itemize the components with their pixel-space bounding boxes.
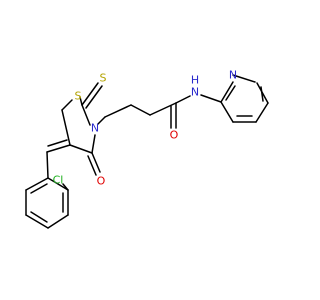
atom-label-s-ring: S — [75, 90, 82, 103]
bond — [47, 214, 69, 229]
atom-label-n-pyridine: N — [229, 69, 237, 82]
bond — [130, 104, 151, 116]
bond — [200, 94, 222, 103]
bond — [30, 211, 48, 223]
bond — [104, 104, 132, 118]
bond — [81, 104, 91, 126]
structure-diagram: Cl S S N O O N H N — [25, 69, 269, 229]
bond — [87, 155, 97, 176]
atom-labels: Cl S S N O O N H N — [53, 69, 237, 188]
bond — [81, 82, 99, 106]
bond — [175, 95, 191, 104]
bond — [232, 74, 256, 83]
atom-label-o-ring: O — [97, 175, 106, 188]
atom-label-o-amide: O — [170, 129, 179, 142]
atom-label-cl: Cl — [53, 174, 64, 187]
bond — [25, 177, 49, 191]
bond — [30, 183, 48, 194]
atom-label-h: H — [191, 74, 199, 87]
bond — [85, 85, 103, 109]
bond — [47, 139, 68, 147]
bond — [91, 134, 96, 154]
molecule-canvas: Cl S S N O O N H N — [25, 69, 269, 229]
bond — [25, 214, 49, 229]
bond — [255, 102, 269, 123]
atom-label-n-ring: N — [91, 122, 99, 135]
bond — [69, 144, 93, 154]
bond — [61, 109, 71, 146]
bond — [225, 85, 236, 101]
atom-label-nh: N — [191, 86, 199, 99]
bond — [260, 86, 264, 102]
bond — [149, 102, 177, 116]
atom-label-s-thione: S — [100, 72, 107, 85]
bond — [91, 152, 101, 173]
bonds — [25, 74, 269, 229]
bond — [46, 144, 71, 153]
bond — [79, 96, 83, 106]
bond — [62, 183, 69, 191]
bond — [47, 177, 69, 191]
bond — [61, 99, 73, 111]
bond — [220, 101, 234, 123]
bond — [97, 116, 106, 125]
bond — [46, 151, 49, 179]
bond — [220, 81, 234, 103]
